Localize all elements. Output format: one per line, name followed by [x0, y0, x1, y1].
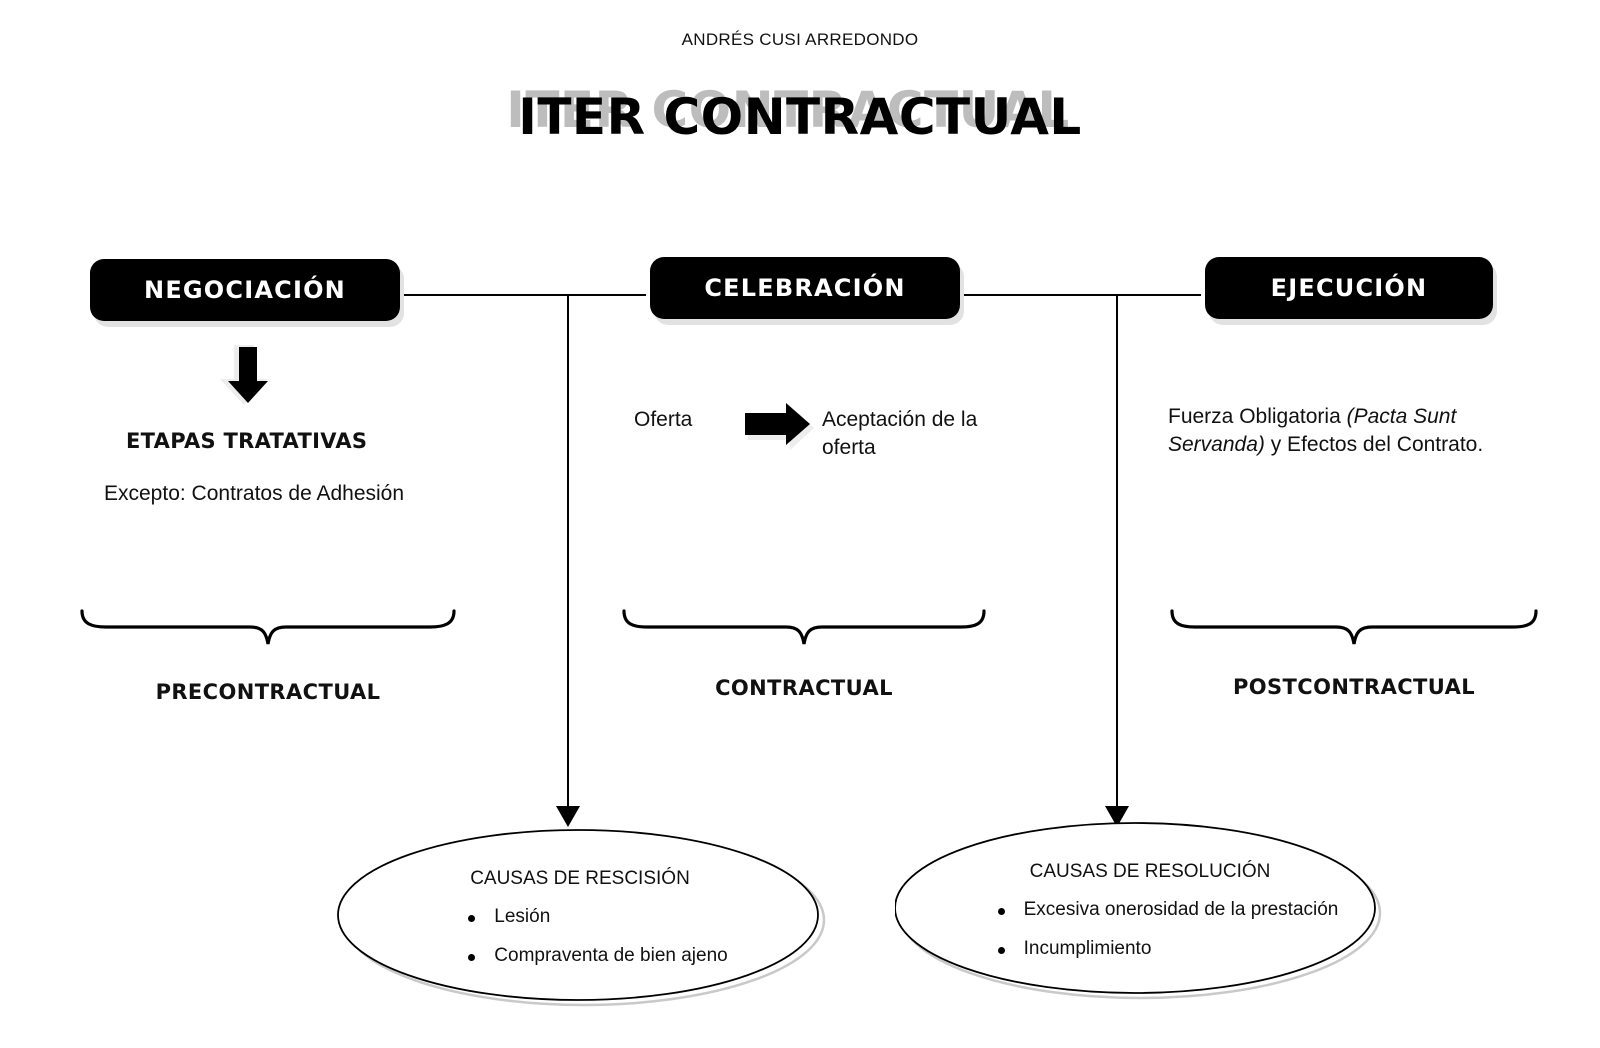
list-item: Incumplimiento	[990, 938, 1339, 960]
ellipse-resolucion-title: CAUSAS DE RESOLUCIÓN	[1029, 861, 1271, 882]
brace-precontractual	[80, 609, 456, 645]
page-title-shadow: ITER CONTRACTUAL	[506, 81, 1070, 139]
ellipse-rescision[interactable]: CAUSAS DE RESCISIÓN Lesión Compraventa d…	[330, 825, 830, 1010]
stage-label-ejecucion: EJECUCIÓN	[1270, 274, 1428, 302]
arrowhead-to-resolucion-ellipse	[1105, 806, 1129, 827]
page-title: ITER CONTRACTUAL ITER CONTRACTUAL	[0, 75, 1600, 146]
oferta-label: Oferta	[634, 408, 693, 431]
right-arrow-icon	[745, 403, 814, 450]
negociacion-note: Excepto: Contratos de Adhesión	[104, 482, 405, 505]
stage-box-negociacion[interactable]: NEGOCIACIÓN	[90, 259, 400, 321]
ellipse-rescision-shape	[337, 829, 826, 1007]
ejecucion-text-italic: (Pacta Sunt Servanda)	[1168, 405, 1457, 457]
brace-contractual	[622, 609, 986, 645]
list-item: Lesión	[460, 906, 727, 928]
list-item: Excesiva onerosidad de la prestación	[990, 899, 1338, 921]
page-title-text: ITER CONTRACTUAL	[518, 88, 1082, 146]
down-arrow-icon	[220, 345, 268, 405]
connector-line-postcontractual-drop	[1116, 294, 1118, 812]
ellipse-resolucion-list: Excesiva onerosidad de la prestación Inc…	[962, 899, 1339, 960]
stage-label-negociacion: NEGOCIACIÓN	[144, 276, 346, 304]
phase-label-precontractual: PRECONTRACTUAL	[155, 680, 381, 704]
list-item: Compraventa de bien ajeno	[460, 945, 728, 967]
ellipse-rescision-title: CAUSAS DE RESCISIÓN	[470, 868, 690, 889]
brace-postcontractual	[1170, 609, 1538, 645]
ellipse-rescision-list: Lesión Compraventa de bien ajeno	[432, 906, 728, 967]
phase-label-contractual: CONTRACTUAL	[715, 676, 893, 700]
ellipse-resolucion[interactable]: CAUSAS DE RESOLUCIÓN Excesiva onerosidad…	[895, 818, 1405, 1003]
arrowhead-to-rescision-ellipse	[556, 806, 580, 827]
ellipse-resolucion-shape	[895, 822, 1382, 1000]
connector-line-contractual-drop	[567, 294, 569, 812]
stage-label-celebracion: CELEBRACIÓN	[704, 274, 906, 302]
ejecucion-text-part1: Fuerza Obligatoria	[1168, 405, 1347, 428]
negociacion-heading: ETAPAS TRATATIVAS	[126, 429, 368, 453]
stage-box-ejecucion[interactable]: EJECUCIÓN	[1205, 257, 1493, 319]
ejecucion-description: Fuerza Obligatoria (Pacta Sunt Servanda)…	[1168, 403, 1513, 460]
author-credit: ANDRÉS CUSI ARREDONDO	[681, 30, 919, 49]
aceptacion-label: Aceptación de la oferta	[822, 408, 978, 460]
connector-line-celebracion-ejecucion	[952, 294, 1210, 296]
ejecucion-text-part2: y Efectos del Contrato.	[1264, 433, 1484, 457]
connector-line-negociacion-celebracion	[398, 294, 656, 296]
phase-label-postcontractual: POSTCONTRACTUAL	[1232, 675, 1476, 699]
stage-box-celebracion[interactable]: CELEBRACIÓN	[650, 257, 960, 319]
